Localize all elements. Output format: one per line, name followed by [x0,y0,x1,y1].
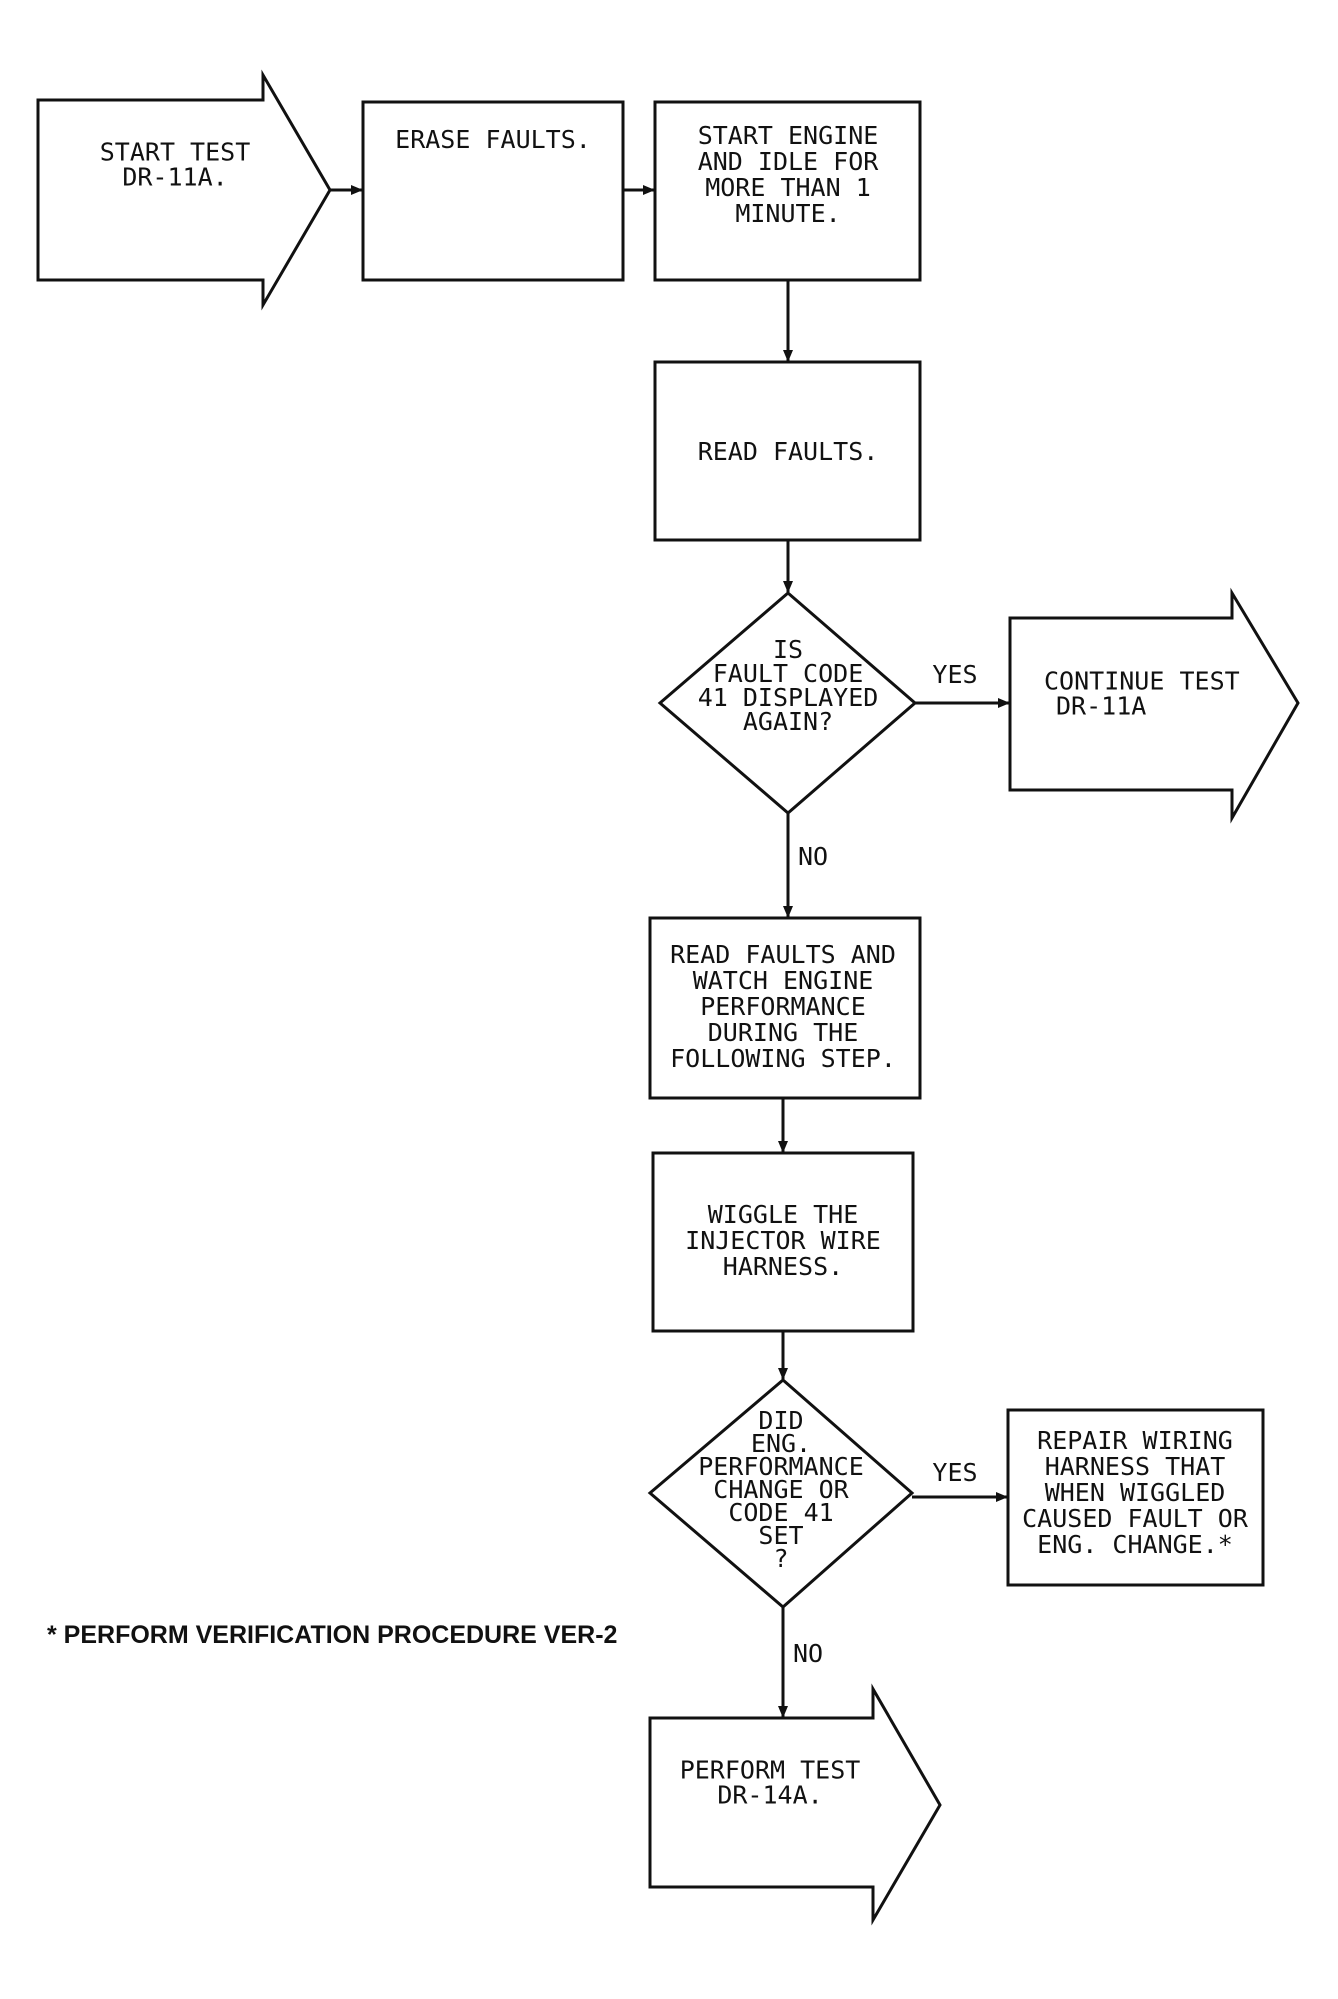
perf-yes-label: YES [932,1458,977,1487]
erase-faults-node [361,100,625,282]
read-faults-watch-node [648,916,922,1100]
perf-no-label: NO [793,1639,823,1668]
read-faults-node [653,360,922,542]
node-label-line: PERFORMANCE [700,992,866,1021]
node-label-line: PERFORMANCE [698,1452,864,1481]
node-label-line: DID [758,1406,803,1435]
read-faults-label: READ FAULTS. [698,437,879,466]
node-label-line: MINUTE. [735,199,840,228]
node-label-line: ERASE FAULTS. [395,125,591,154]
node-label-line: AGAIN? [743,707,833,736]
node-label-line: DR-11A. [122,163,227,192]
start-test-node [36,69,332,311]
node-label-line: INJECTOR WIRE [685,1226,881,1255]
repair-wiring-node [1006,1408,1265,1587]
node-label-line: HARNESS THAT [1045,1452,1226,1481]
q41-no-label: NO [798,842,828,871]
node-label-line: READ FAULTS AND [670,940,896,969]
node-label-line: READ FAULTS. [698,437,879,466]
node-label-line: HARNESS. [723,1252,843,1281]
node-label-line: IS [773,635,803,664]
node-label-line: DR-14A. [717,1781,822,1810]
node-label-line: ENG. [751,1429,811,1458]
node-label-line: REPAIR WIRING [1037,1426,1233,1455]
node-label-line: AND IDLE FOR [698,147,880,176]
node-label-line: START TEST [100,138,251,167]
node-label-line: ENG. CHANGE.* [1037,1530,1233,1559]
node-label-line: WIGGLE THE [708,1200,859,1229]
q41-yes-label: YES [932,660,977,689]
verification-footnote: * PERFORM VERIFICATION PROCEDURE VER-2 [47,1621,617,1649]
node-label-line: CAUSED FAULT OR [1022,1504,1249,1533]
node-label-line: WATCH ENGINE [693,966,874,995]
node-label-line: FAULT CODE [713,659,864,688]
node-label-line: WHEN WIGGLED [1045,1478,1226,1507]
erase-faults-label: ERASE FAULTS. [395,125,591,154]
node-label-line: 41 DISPLAYED [698,683,879,712]
node-label-line: MORE THAN 1 [705,173,871,202]
node-label-line: PERFORM TEST [680,1756,861,1785]
node-label-line: SET [758,1521,803,1550]
node-label-line: DURING THE [708,1018,859,1047]
node-label-line: ? [773,1544,788,1573]
node-label-line: CHANGE OR [713,1475,849,1504]
node-label-line: FOLLOWING STEP. [670,1044,896,1073]
node-label-line: CONTINUE TEST [1044,667,1240,696]
node-label-line: DR-11A [1056,692,1146,721]
continue-test-node [1008,587,1300,824]
node-label-line: START ENGINE [698,121,879,150]
node-label-line: CODE 41 [728,1498,833,1527]
perform-test-node [648,1683,942,1926]
